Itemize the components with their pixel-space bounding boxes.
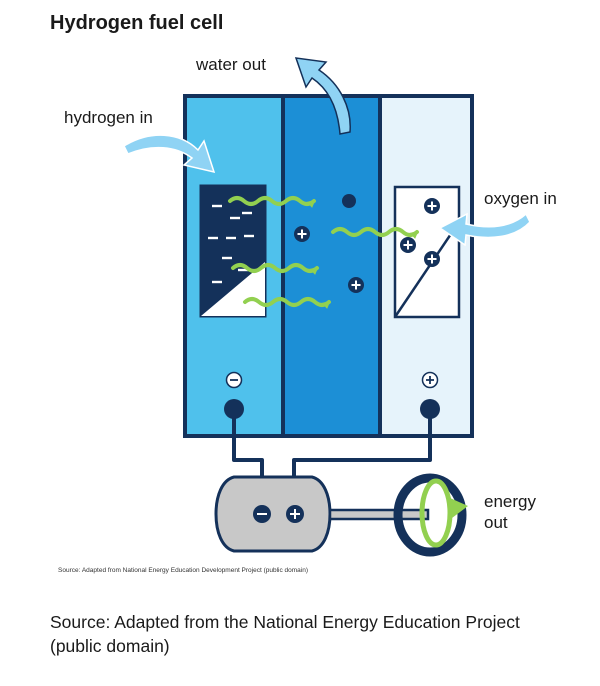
oxygen-in-label: oxygen in	[484, 189, 557, 208]
hydrogen-in-label: hydrogen in	[64, 108, 153, 127]
source-caption: Source: Adapted from the National Energy…	[50, 612, 520, 656]
energy-out-wheel-icon	[393, 473, 468, 557]
electric-motor	[214, 475, 430, 553]
proton-icon	[424, 198, 440, 214]
motor-positive-icon	[286, 505, 304, 523]
electron-flow-arrows	[228, 196, 419, 309]
wave-arrow	[331, 227, 419, 239]
proton-icon	[348, 277, 364, 293]
wave-arrow	[228, 196, 316, 208]
water-out-label: water out	[196, 55, 266, 74]
oxygen-in-arrow	[438, 212, 531, 247]
proton-icon	[294, 226, 310, 242]
diagram-title: Hydrogen fuel cell	[50, 12, 224, 34]
anode-terminal-dot	[224, 399, 244, 419]
hydrogen-in-arrow	[123, 134, 216, 174]
motor-shaft	[328, 508, 430, 521]
energy-out-label-line2: out	[484, 513, 508, 533]
cathode-terminal-dot	[420, 399, 440, 419]
proton-icon	[400, 237, 416, 253]
electron-marks	[208, 204, 254, 284]
positive-terminal-icon	[421, 371, 439, 389]
water-molecule-dot	[342, 194, 356, 208]
energy-out-label: energy out	[484, 491, 536, 534]
energy-out-label-line1: energy	[484, 492, 536, 511]
proton-icon	[424, 251, 440, 267]
water-out-arrow	[294, 57, 351, 135]
anode-catalyst	[199, 184, 267, 318]
wave-arrow	[243, 297, 331, 309]
negative-terminal-icon	[225, 371, 243, 389]
wave-arrow	[231, 263, 319, 275]
small-source-caption: Source: Adapted from National Energy Edu…	[58, 567, 309, 574]
motor-negative-icon	[253, 505, 271, 523]
